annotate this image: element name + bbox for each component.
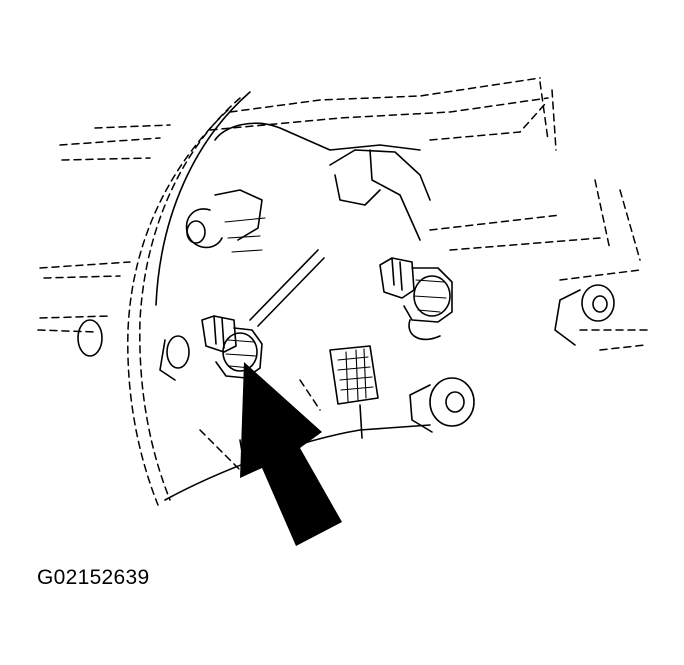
right-knock-sensor	[379, 257, 453, 341]
bellhousing-arc	[127, 91, 251, 506]
figure-id-label: G02152639	[37, 566, 150, 589]
upper-bracket	[185, 122, 431, 253]
pointer-arrow	[240, 362, 342, 546]
harness-connector	[329, 345, 379, 439]
left-mount-boss	[77, 319, 190, 381]
lower-mount-boss	[409, 377, 475, 433]
right-mount-boss	[554, 284, 615, 346]
engine-block-outline	[37, 77, 651, 351]
left-knock-sensor	[201, 249, 325, 379]
